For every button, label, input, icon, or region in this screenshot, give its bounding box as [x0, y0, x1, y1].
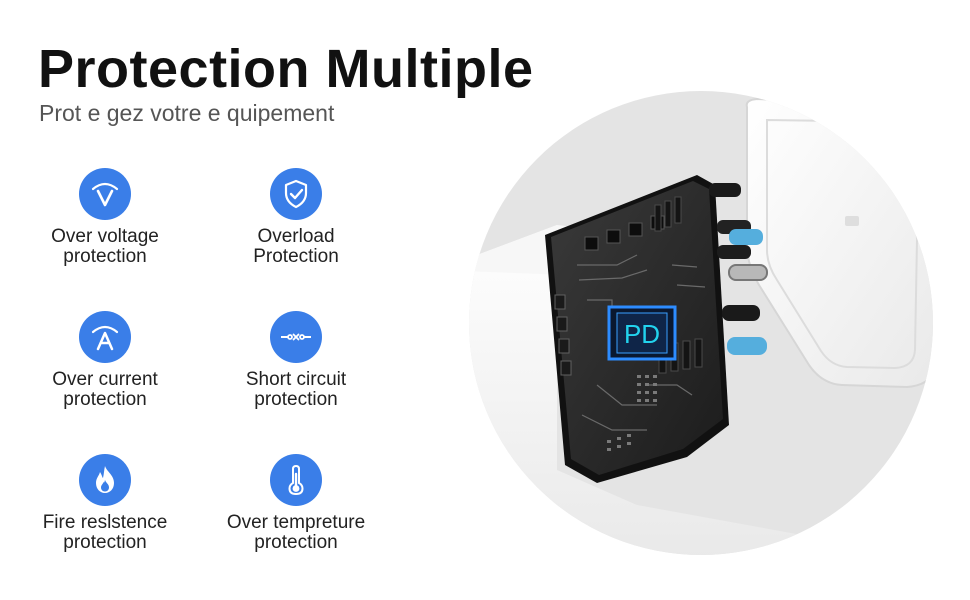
pd-chip: PD	[607, 305, 677, 361]
feature-short-circuit: Short circuit protection	[201, 311, 391, 410]
feature-over-temperature: Over tempreture protection	[201, 454, 391, 553]
flame-icon	[79, 454, 131, 506]
connector-pins	[709, 183, 768, 355]
pcb-board: PD	[545, 175, 729, 483]
feature-label: Fire reslstence protection	[42, 512, 168, 553]
page-subtitle: Prot e gez votre e quipement	[39, 100, 335, 126]
feature-label: Overload Protection	[253, 226, 339, 267]
feature-label: Over current protection	[52, 369, 158, 410]
product-visual: PD	[447, 85, 957, 565]
short-circuit-icon	[270, 311, 322, 363]
voltage-v-icon	[79, 168, 131, 220]
thermometer-icon	[270, 454, 322, 506]
page-title: Protection Multiple	[38, 39, 534, 99]
feature-label: Short circuit protection	[245, 369, 347, 410]
pd-chip-label: PD	[624, 319, 660, 349]
feature-label: Over voltage protection	[51, 226, 159, 267]
feature-over-voltage: Over voltage protection	[10, 168, 200, 267]
charger-housing	[469, 225, 933, 555]
feature-over-current: Over current protection	[10, 311, 200, 410]
shield-check-icon	[270, 168, 322, 220]
feature-label: Over tempreture protection	[226, 512, 366, 553]
feature-overload: Overload Protection	[201, 168, 391, 267]
current-a-icon	[79, 311, 131, 363]
feature-fire-resistance: Fire reslstence protection	[10, 454, 200, 553]
